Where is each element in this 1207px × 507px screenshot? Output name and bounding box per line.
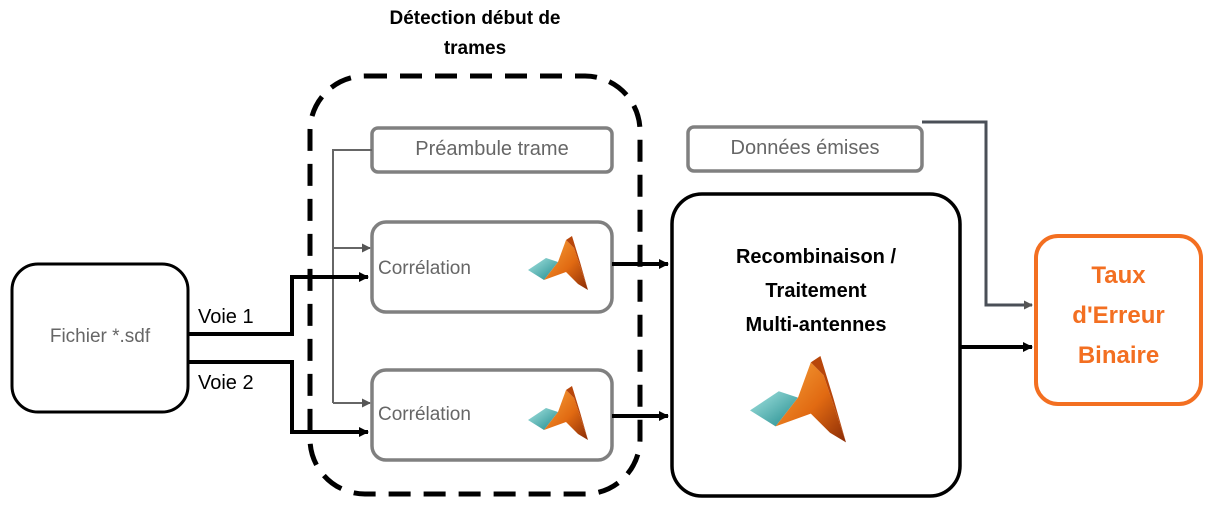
donnees-label: Données émises [730,137,880,159]
teb-label-line3: Binaire [1077,342,1160,369]
fichier-block [10,262,190,414]
donnees-block [686,125,924,173]
teb-block [1034,234,1203,406]
recombinaison-label-line2: Traitement [765,280,867,302]
correlation-bottom-label: Corrélation [378,404,471,425]
detection-group-title-line2: trames [443,38,507,59]
correlation-top-label: Corrélation [378,258,471,279]
donnees-to-teb-arrow [922,120,1033,310]
teb-label-line2: d'Erreur [1072,302,1165,329]
voie2-edge [188,360,369,437]
recombinaison-label-line1: Recombinaison / [735,246,897,268]
teb-label-line1: Taux [1091,262,1146,289]
recombinaison-block [670,192,962,498]
detection-group-title-line1: Détection début de [389,8,561,29]
voie2-label: Voie 2 [198,372,254,394]
recombinaison-label-line3: Multi-antennes [745,314,887,336]
fichier-label: Fichier *.sdf [49,326,151,347]
voie1-edge [188,272,369,336]
preambule-label: Préambule trame [415,138,569,160]
detection-group-border [307,73,643,497]
correlation-top-block [370,220,614,314]
preambule-connector [332,149,372,403]
voie1-label: Voie 1 [198,306,254,328]
